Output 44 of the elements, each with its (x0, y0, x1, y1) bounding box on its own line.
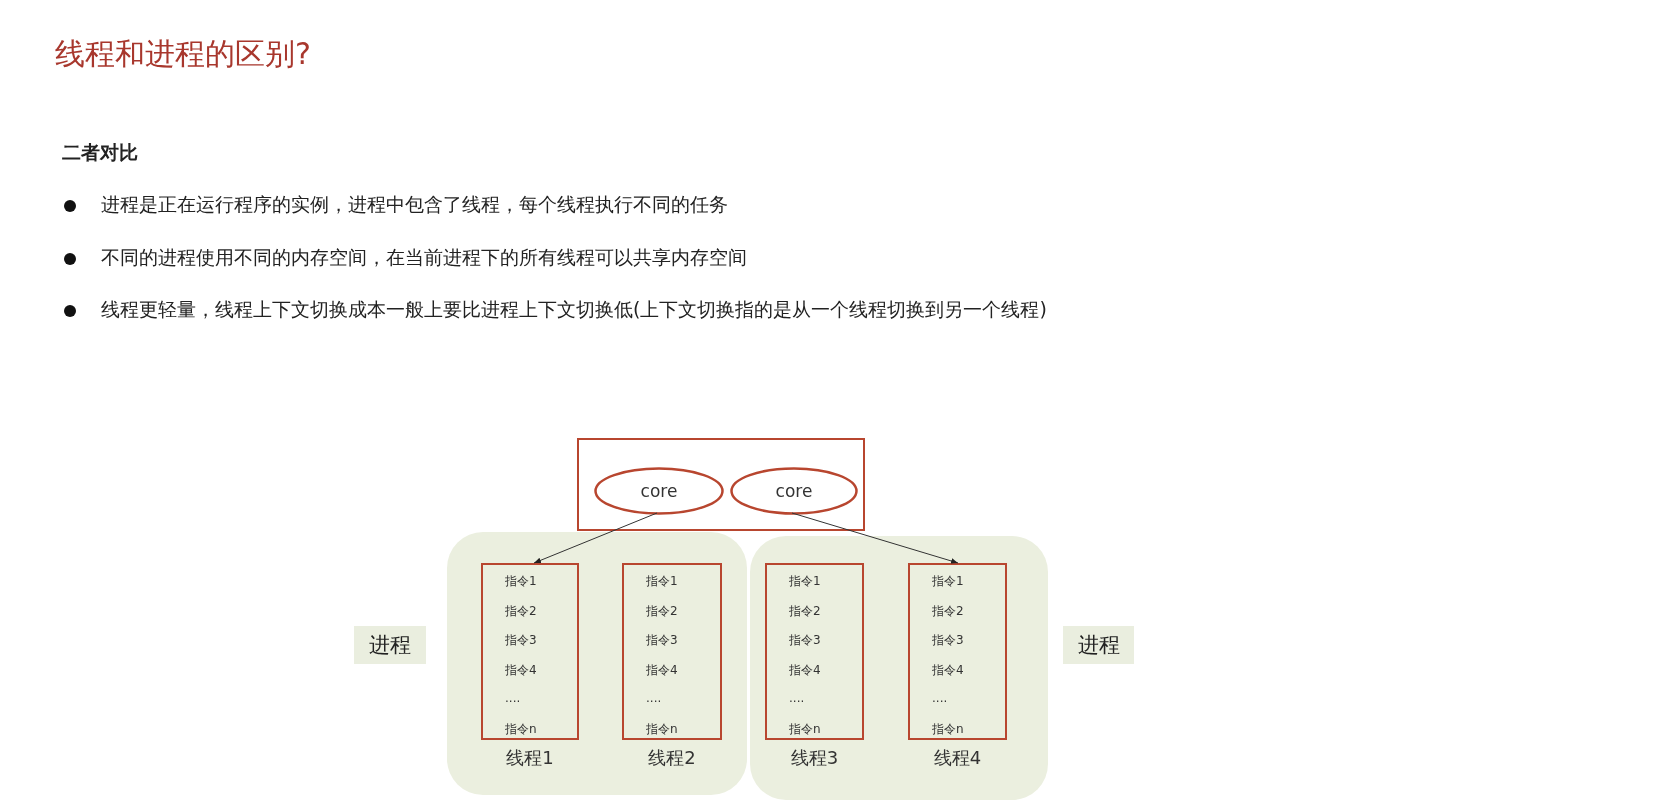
instruction-text: .... (789, 691, 805, 705)
instruction-text: 指令1 (789, 573, 821, 590)
instruction-text: 指令3 (505, 632, 537, 649)
process-panel (447, 532, 747, 795)
instruction-text: .... (646, 691, 662, 705)
instruction-text: 指令n (789, 720, 821, 738)
section-heading: 二者对比 (62, 140, 138, 165)
core-ellipse (594, 467, 724, 515)
thread-caption: 线程3 (789, 746, 840, 770)
instruction-text: 指令4 (646, 661, 678, 679)
core-ellipse (730, 467, 858, 515)
instruction-text: 指令1 (646, 573, 678, 590)
thread-caption: 线程1 (505, 746, 555, 770)
instruction-text: .... (932, 691, 948, 705)
instruction-text: 指令1 (505, 573, 537, 590)
arrow (791, 512, 959, 564)
instruction-text: 指令4 (932, 661, 964, 679)
instruction-text: 指令n (646, 720, 678, 738)
bullet-text: 线程更轻量，线程上下文切换成本一般上要比进程上下文切换低(上下文切换指的是从一个线程切换到另一个线程) (101, 297, 1047, 322)
instruction-text: 指令3 (789, 632, 821, 649)
instruction-text: 指令4 (789, 661, 821, 679)
instruction-text: 指令4 (505, 661, 537, 679)
process-tag: 进程 (1063, 626, 1134, 664)
instruction-text: 指令1 (932, 573, 964, 590)
instruction-text: 指令2 (932, 602, 964, 620)
instruction-text: 指令3 (646, 632, 678, 649)
instruction-text: 指令3 (932, 632, 964, 649)
instruction-text: .... (505, 691, 521, 705)
core-label: core (640, 481, 678, 501)
thread-caption: 线程4 (932, 746, 983, 770)
bullet-text: 不同的进程使用不同的内存空间，在当前进程下的所有线程可以共享内存空间 (101, 245, 747, 270)
processor-box (577, 438, 865, 531)
instruction-text: 指令2 (505, 602, 537, 620)
instruction-text: 指令2 (789, 602, 821, 620)
slide-title: 线程和进程的区别? (55, 35, 311, 73)
instruction-text: 指令2 (646, 602, 678, 620)
bullet-text: 进程是正在运行程序的实例，进程中包含了线程，每个线程执行不同的任务 (101, 192, 728, 217)
process-tag: 进程 (354, 626, 426, 664)
arrow (533, 512, 658, 564)
thread-caption: 线程2 (647, 746, 697, 770)
process-panel (750, 536, 1048, 800)
instruction-text: 指令n (932, 720, 964, 738)
core-label: core (775, 481, 813, 501)
instruction-text: 指令n (505, 720, 537, 738)
